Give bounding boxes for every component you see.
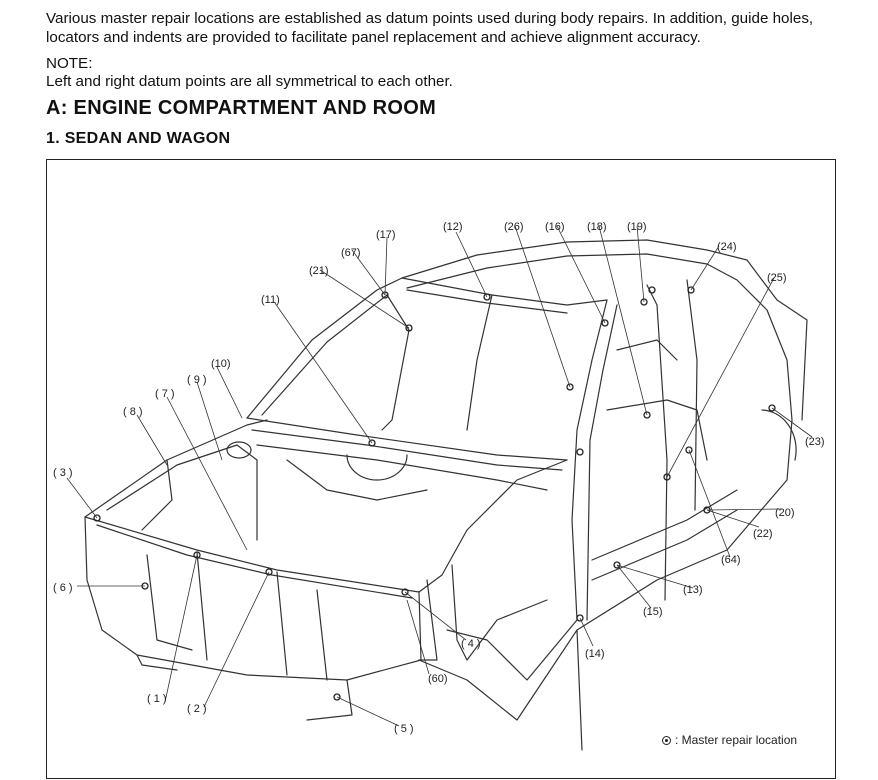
callout-11: (11) [261,294,280,306]
callout-8: ( 8 ) [123,406,143,418]
callout-4: ( 4 ) [461,638,481,650]
callout-24: (24) [717,241,737,253]
callout-60: (60) [428,673,448,685]
callout-1: ( 1 ) [147,693,167,705]
callout-2: ( 2 ) [187,703,207,715]
callout-10: (10) [211,358,231,370]
callout-67: (67) [341,247,361,259]
callout-3: ( 3 ) [53,467,73,479]
callout-21: (21) [309,265,329,277]
callout-14: (14) [585,648,605,660]
callout-13: (13) [683,584,703,596]
callout-5: ( 5 ) [394,723,414,735]
callout-16: (16) [545,221,565,233]
master-repair-location-icon [662,735,671,745]
subsection-heading: 1. SEDAN AND WAGON [46,130,231,147]
section-heading: A: ENGINE COMPARTMENT AND ROOM [46,97,437,119]
callout-22: (22) [753,528,773,540]
callout-12: (12) [443,221,463,233]
intro-paragraph: Various master repair locations are esta… [46,10,814,46]
body-datum-figure: ( 1 ) ( 2 ) ( 3 ) ( 4 ) ( 5 ) ( 6 ) ( 7 … [46,159,836,779]
callout-19: (19) [627,221,647,233]
callout-15: (15) [643,606,663,618]
car-body-shell-drawing: ( 1 ) ( 2 ) ( 3 ) ( 4 ) ( 5 ) ( 6 ) ( 7 … [53,221,825,751]
callout-23: (23) [805,436,825,448]
callout-26: (26) [504,221,524,233]
note-text: Left and right datum points are all symm… [46,73,453,90]
callout-18: (18) [587,221,607,233]
note-label: NOTE: [46,55,93,72]
callout-64: (64) [721,554,741,566]
callout-17: (17) [376,229,396,241]
datum-points [93,286,776,701]
callout-7: ( 7 ) [155,388,175,400]
callout-20: (20) [775,507,795,519]
callout-25: (25) [767,272,787,284]
legend-text: : Master repair location [675,733,798,747]
master-repair-legend: : Master repair location [662,733,797,747]
callout-9: ( 9 ) [187,374,207,386]
callout-6: ( 6 ) [53,582,73,594]
